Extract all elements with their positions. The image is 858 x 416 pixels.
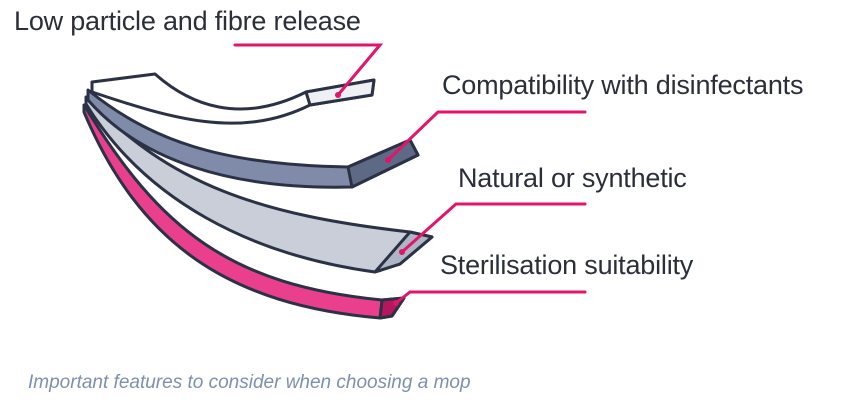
leader-line-1 — [386, 110, 587, 162]
label-natural-synthetic: Natural or synthetic — [458, 163, 687, 193]
leader-line-2 — [400, 202, 587, 254]
leader-line-0 — [233, 43, 384, 97]
leader-dot-1 — [385, 157, 391, 163]
leader-dot-3 — [393, 300, 399, 306]
label-particle-release: Low particle and fibre release — [14, 6, 361, 36]
figure-caption: Important features to consider when choo… — [28, 372, 471, 393]
label-sterilisation: Sterilisation suitability — [440, 250, 694, 280]
leader-dot-0 — [335, 92, 341, 98]
leader-dot-2 — [399, 249, 405, 255]
layer-blue-edge — [346, 138, 420, 189]
leader-line-3 — [394, 290, 587, 305]
label-disinfectant-compatibility: Compatibility with disinfectants — [442, 70, 804, 100]
